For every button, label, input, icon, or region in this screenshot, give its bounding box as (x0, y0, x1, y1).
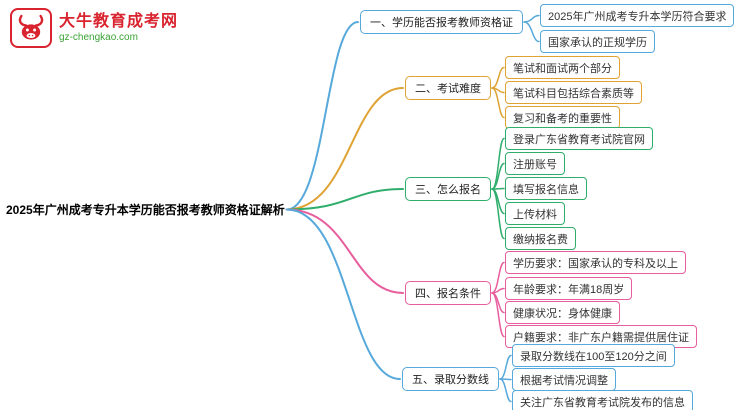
leaf-node[interactable]: 2025年广州成考专升本学历符合要求 (540, 4, 735, 27)
leaf-node[interactable]: 年龄要求：年满18周岁 (505, 277, 633, 300)
branch-node-admission-score[interactable]: 五、录取分数线 (402, 367, 499, 391)
leaf-node[interactable]: 上传材料 (505, 202, 565, 225)
leaf-node[interactable]: 注册账号 (505, 152, 565, 175)
leaf-node[interactable]: 填写报名信息 (505, 177, 587, 200)
leaf-node[interactable]: 根据考试情况调整 (512, 368, 616, 391)
logo-title: 大牛教育成考网 (59, 12, 179, 30)
branch-node-requirements[interactable]: 四、报名条件 (405, 281, 491, 305)
leaf-node[interactable]: 复习和备考的重要性 (505, 106, 620, 129)
central-topic[interactable]: 2025年广州成考专升本学历能否报考教师资格证解析 (6, 203, 285, 217)
branch-node-qualification[interactable]: 一、学历能否报考教师资格证 (360, 10, 523, 34)
leaf-node[interactable]: 健康状况：身体健康 (505, 301, 620, 324)
logo-subtitle: gz-chengkao.com (59, 31, 138, 43)
leaf-node[interactable]: 登录广东省教育考试院官网 (505, 127, 653, 150)
leaf-node[interactable]: 学历要求：国家承认的专科及以上 (505, 251, 686, 274)
branch-node-how-to-register[interactable]: 三、怎么报名 (405, 177, 491, 201)
leaf-node[interactable]: 关注广东省教育考试院发布的信息 (512, 390, 693, 410)
site-logo: 大牛教育成考网 gz-chengkao.com (10, 8, 178, 48)
leaf-node[interactable]: 笔试科目包括综合素质等 (505, 81, 642, 104)
branch-node-exam-difficulty[interactable]: 二、考试难度 (405, 76, 491, 100)
leaf-node[interactable]: 缴纳报名费 (505, 227, 576, 250)
leaf-node[interactable]: 录取分数线在100至120分之间 (512, 344, 675, 367)
leaf-node[interactable]: 国家承认的正规学历 (540, 30, 655, 53)
leaf-node[interactable]: 笔试和面试两个部分 (505, 56, 620, 79)
bull-logo-icon (10, 8, 52, 48)
